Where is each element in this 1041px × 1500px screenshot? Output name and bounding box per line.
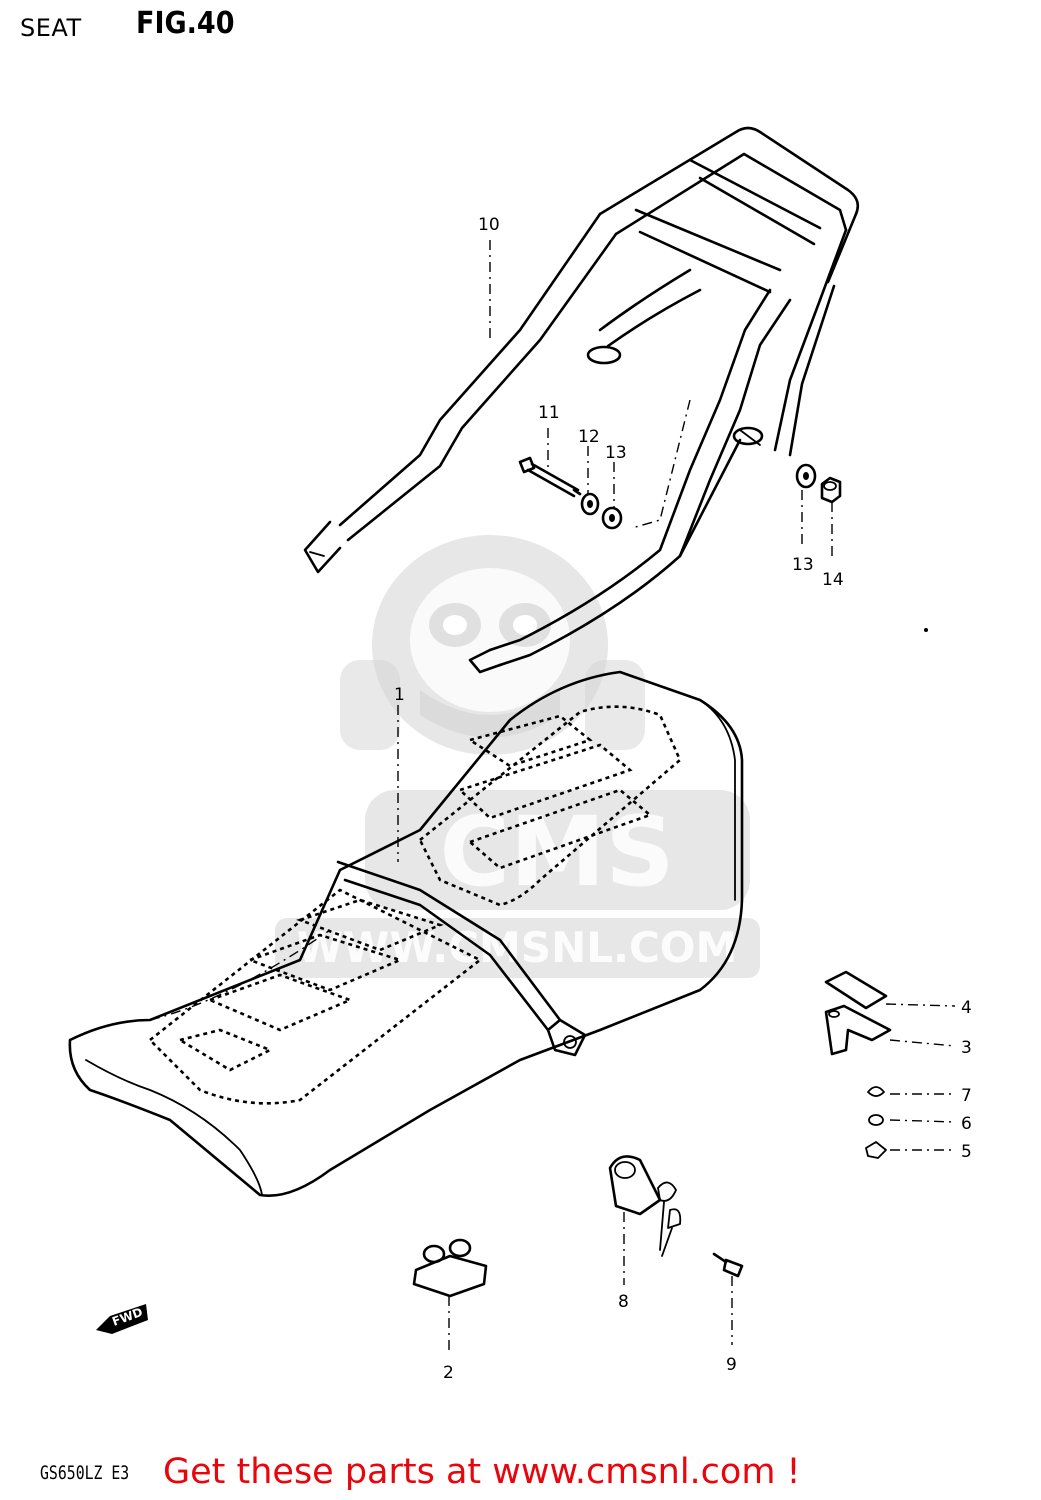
cushion-part-2	[412, 1238, 488, 1298]
watermark: CMS WWW.CMSNL.COM	[275, 535, 760, 978]
seat-hinge-parts	[824, 970, 892, 1056]
callout-6: 6	[961, 1114, 972, 1134]
callout-8: 8	[618, 1292, 629, 1312]
small-fasteners	[865, 1086, 887, 1159]
hinge-part-3	[824, 1004, 892, 1056]
nut-part-14	[820, 476, 842, 504]
callout-2: 2	[443, 1363, 454, 1383]
model-code: GS650LZ E3	[40, 1462, 130, 1484]
watermark-logo-text: CMS	[439, 796, 674, 908]
washer-part-6	[868, 1114, 884, 1126]
hinge-plate-part-4	[824, 970, 888, 1010]
mounting-hardware	[518, 456, 842, 530]
leader-lines	[397, 240, 956, 1355]
callout-10: 10	[478, 215, 500, 235]
watermark-url-banner: WWW.CMSNL.COM	[275, 918, 760, 978]
callout-1: 1	[394, 685, 405, 705]
promo-link[interactable]: Get these parts at www.cmsnl.com !	[163, 1452, 801, 1492]
callout-13-left: 13	[605, 443, 627, 463]
callout-9: 9	[726, 1355, 737, 1375]
callout-13-right: 13	[792, 555, 814, 575]
bolt-part-11	[518, 456, 582, 498]
diagram-title: SEAT	[20, 14, 82, 42]
seat-assembly	[68, 670, 744, 1197]
callout-4: 4	[961, 998, 972, 1018]
callout-numbers: 10 11 12 13 13 14 1 4 3 7 6 5 8 9 2	[394, 215, 972, 1383]
callout-11: 11	[538, 403, 560, 423]
screw-part-9	[712, 1252, 744, 1278]
callout-12: 12	[578, 427, 600, 447]
clip-part-7	[867, 1086, 885, 1097]
forward-direction-arrow: FWD	[96, 1304, 148, 1334]
callout-3: 3	[961, 1038, 972, 1058]
seat-rail-frame	[303, 126, 860, 674]
key-icon	[657, 1181, 682, 1257]
watermark-cms-logo: CMS	[365, 790, 750, 910]
washer-part-13-right	[795, 463, 817, 489]
figure-number: FIG.40	[136, 6, 235, 41]
callout-7: 7	[961, 1086, 972, 1106]
seat-lock-part-8	[608, 1155, 682, 1257]
nut-part-5	[865, 1141, 887, 1159]
callout-14: 14	[822, 570, 844, 590]
washer-part-12	[580, 492, 600, 516]
watermark-mascot	[340, 535, 645, 755]
callout-5: 5	[961, 1142, 972, 1162]
washer-part-13-left	[601, 506, 623, 530]
